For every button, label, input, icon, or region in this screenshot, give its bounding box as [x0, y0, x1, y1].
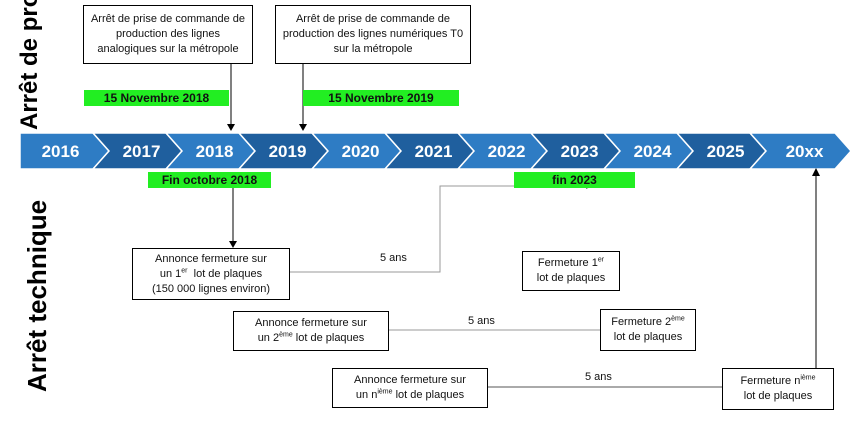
- announce-1-box: Annonce fermeture sur un 1er lot de plaq…: [132, 248, 290, 300]
- bar-fin-octobre-2018: Fin octobre 2018: [148, 172, 271, 188]
- arrowhead-analog: [227, 124, 235, 131]
- close-1-line2: lot de plaques: [536, 272, 606, 284]
- close-n-line1: Fermeture n: [740, 375, 801, 387]
- announce-n-line2b: lot de plaques: [392, 389, 465, 401]
- announce-n-line1: Annonce fermeture sur: [354, 374, 466, 386]
- timeline-year-label-2019: 2019: [269, 142, 307, 161]
- close-2-sup: ème: [671, 315, 685, 323]
- timeline-year-label-2024: 2024: [634, 142, 672, 161]
- close-2-line2: lot de plaques: [613, 331, 683, 343]
- timeline-year-label-2025: 2025: [707, 142, 745, 161]
- close-1-box: Fermeture 1er lot de plaques: [522, 251, 620, 291]
- bar-15-nov-2018: 15 Novembre 2018: [84, 90, 229, 106]
- close-1-line1: Fermeture 1: [537, 257, 598, 269]
- announce-2-sup: ème: [279, 331, 293, 339]
- timeline-year-label-20xx: 20xx: [786, 142, 824, 161]
- close-1-sup: er: [597, 256, 605, 264]
- announce-n-line2a: un n: [355, 389, 378, 401]
- arrowhead-numeric: [299, 124, 307, 131]
- analog-stop-box: Arrêt de prise de commande de production…: [83, 5, 253, 64]
- timeline-year-label-2020: 2020: [342, 142, 380, 161]
- timeline-year-label-2023: 2023: [561, 142, 599, 161]
- arrowhead-20xx: [812, 168, 820, 176]
- announce-2-line1: Annonce fermeture sur: [255, 317, 367, 329]
- duration-label-1: 5 ans: [380, 252, 407, 264]
- bar-15-nov-2019: 15 Novembre 2019: [303, 90, 459, 106]
- announce-1-line3: (150 000 lignes environ): [151, 282, 271, 295]
- announce-n-sup: ième: [377, 388, 393, 396]
- analog-stop-text: Arrêt de prise de commande de production…: [90, 13, 246, 55]
- close-n-line2: lot de plaques: [743, 390, 813, 402]
- announce-2-line2b: lot de plaques: [292, 332, 365, 344]
- arrowhead-announce1: [229, 241, 237, 248]
- announce-n-box: Annonce fermeture sur un nième lot de pl…: [332, 368, 488, 408]
- announce-2-box: Annonce fermeture sur un 2ème lot de pla…: [233, 311, 389, 351]
- timeline-year-label-2017: 2017: [123, 142, 161, 161]
- bar-fin-2023: fin 2023: [514, 172, 635, 188]
- close-2-line1: Fermeture 2: [611, 316, 672, 328]
- announce-1-line2a: un 1: [159, 267, 182, 280]
- numeric-stop-text: Arrêt de prise de commande de production…: [282, 13, 464, 55]
- announce-2-line2a: un 2: [257, 332, 280, 344]
- close-n-box: Fermeture nième lot de plaques: [722, 368, 834, 410]
- announce-1-sup: er: [181, 266, 188, 274]
- timeline-year-label-2018: 2018: [196, 142, 234, 161]
- announce-1-line2b: lot de plaques: [187, 267, 263, 280]
- timeline-year-label-2016: 2016: [42, 142, 80, 161]
- close-n-sup: ième: [800, 374, 816, 382]
- timeline-year-label-2021: 2021: [415, 142, 453, 161]
- timeline-chevron-20xx: [748, 132, 853, 170]
- announce-1-line1: Annonce fermeture sur: [155, 252, 267, 265]
- numeric-stop-box: Arrêt de prise de commande de production…: [275, 5, 471, 64]
- duration-label-3: 5 ans: [585, 371, 612, 383]
- timeline-year-label-2022: 2022: [488, 142, 526, 161]
- close-2-box: Fermeture 2ème lot de plaques: [600, 309, 696, 351]
- duration-label-2: 5 ans: [468, 315, 495, 327]
